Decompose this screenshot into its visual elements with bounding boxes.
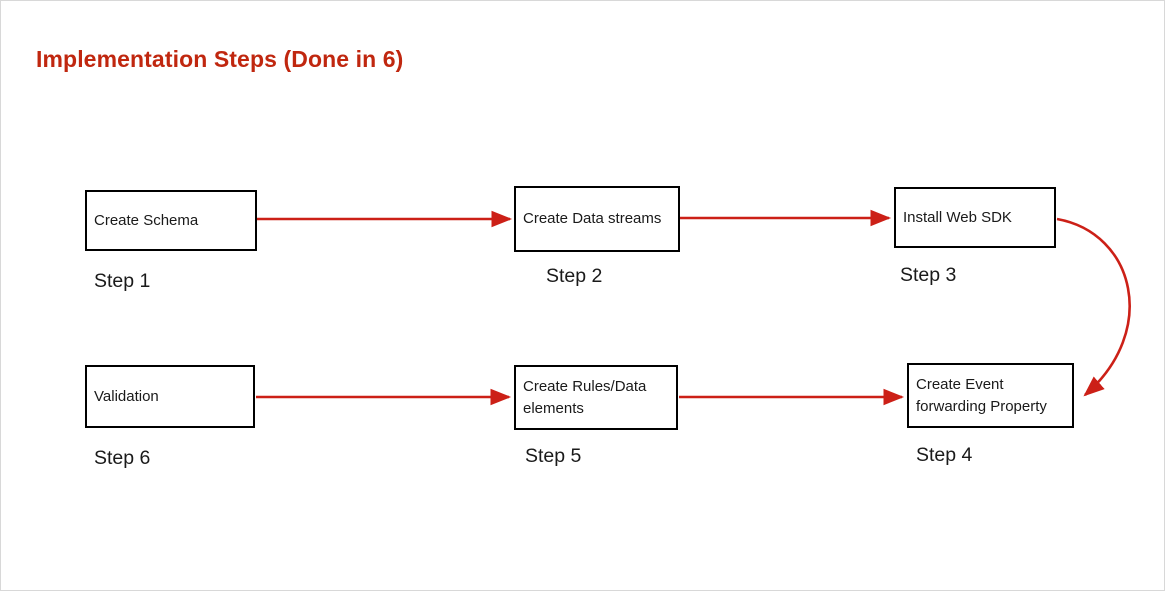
node-step3-label: Install Web SDK bbox=[903, 208, 1012, 226]
step-label-6: Step 6 bbox=[94, 447, 151, 469]
page-title: Implementation Steps (Done in 6) bbox=[36, 46, 404, 72]
step-label-4: Step 4 bbox=[916, 444, 973, 466]
node-step4-label: Create Event forwarding Property bbox=[916, 376, 1047, 415]
connector-step3-step4 bbox=[1056, 217, 1131, 397]
node-step4[interactable]: Create Event forwarding Property bbox=[907, 363, 1074, 428]
node-step1[interactable]: Create Schema bbox=[85, 190, 257, 251]
node-step6[interactable]: Validation bbox=[85, 365, 255, 428]
node-step5[interactable]: Create Rules/Data elements bbox=[514, 365, 678, 430]
step-label-3: Step 3 bbox=[900, 264, 957, 286]
node-step1-label: Create Schema bbox=[94, 211, 199, 229]
node-step3[interactable]: Install Web SDK bbox=[894, 187, 1056, 248]
node-step2[interactable]: Create Data streams bbox=[514, 186, 680, 252]
node-step6-label: Validation bbox=[94, 387, 159, 405]
step-label-2: Step 2 bbox=[546, 265, 603, 287]
step-label-1: Step 1 bbox=[94, 270, 151, 292]
node-step5-label: Create Rules/Data elements bbox=[523, 378, 647, 417]
step-label-5: Step 5 bbox=[525, 445, 582, 467]
node-step2-label: Create Data streams bbox=[523, 210, 662, 228]
